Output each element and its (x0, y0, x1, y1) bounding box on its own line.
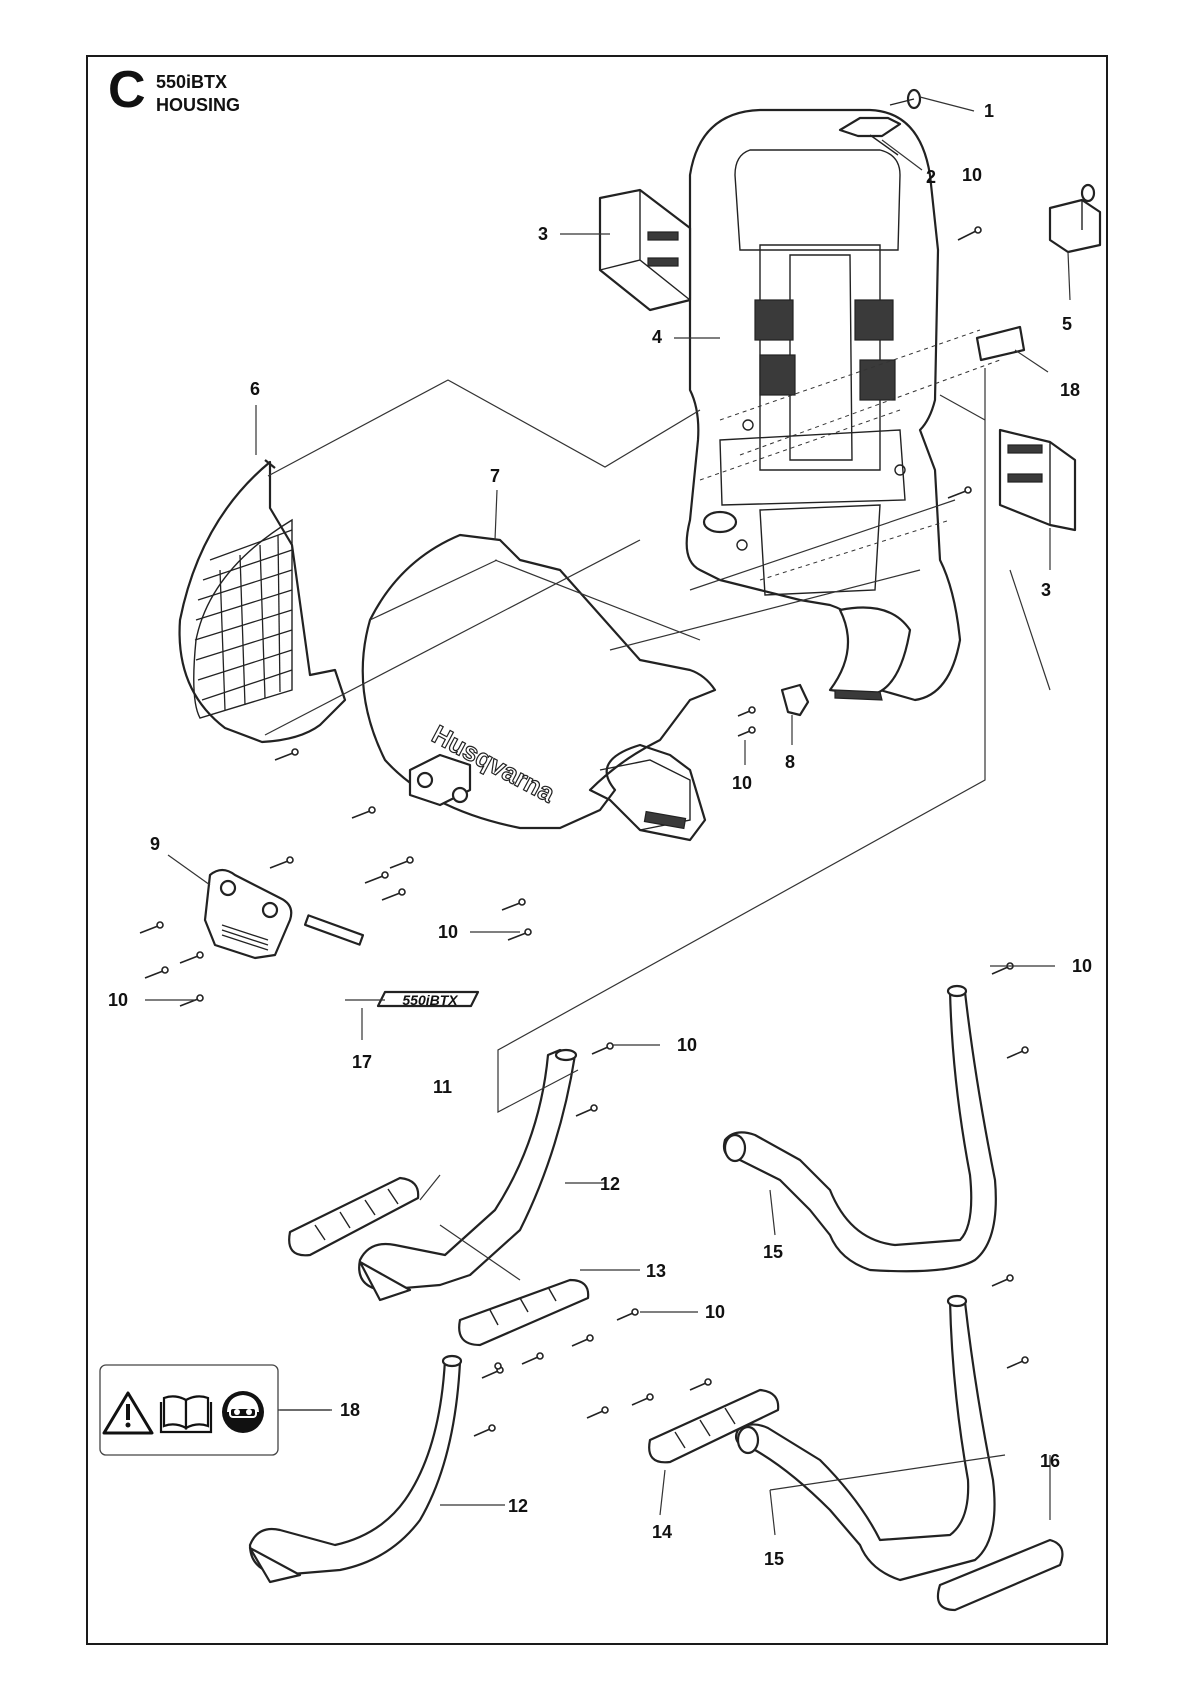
callout-3-lower: 3 (1041, 580, 1051, 600)
bracket-upper (598, 188, 692, 312)
assembly-lines (264, 329, 1051, 1491)
drawing-frame (86, 55, 1108, 1645)
screws (139, 226, 1029, 1437)
bracket-lower (998, 428, 1077, 532)
latch-part (1048, 183, 1102, 254)
callout-17: 17 (352, 1052, 372, 1072)
safety-label (99, 1364, 332, 1456)
callout-3-upper: 3 (538, 224, 548, 244)
decal-550ibtx: 550iBTX (376, 990, 480, 1008)
callout-10-pad: 10 (705, 1302, 725, 1322)
clip-and-rivet (838, 88, 922, 156)
callout-18-label: 18 (340, 1400, 360, 1420)
callout-15-lower: 15 (764, 1549, 784, 1569)
backplate-housing (685, 108, 962, 702)
svg-text:550iBTX: 550iBTX (402, 992, 459, 1008)
callout-9: 9 (150, 834, 160, 854)
callout-numbers: 1 2 3 3 4 5 6 7 8 9 10 10 10 10 10 10 10… (108, 101, 1092, 1569)
manual-book-icon (159, 1395, 213, 1434)
callout-1: 1 (984, 101, 994, 121)
callout-16: 16 (1040, 1451, 1060, 1471)
foot-pad-middle (458, 1278, 590, 1347)
rod-part (303, 914, 365, 946)
warning-triangle-icon (102, 1391, 154, 1435)
callout-10-clip: 10 (732, 773, 752, 793)
section-letter: C (108, 61, 146, 119)
label-small (975, 325, 1026, 362)
protective-equipment-icon (222, 1391, 264, 1433)
callout-10-top: 10 (962, 165, 982, 185)
frame-tube-right-lower (734, 1294, 1064, 1612)
blower-shroud: Husqvarna (361, 533, 717, 842)
frame-tube-right-upper (722, 984, 997, 1273)
callout-8: 8 (785, 752, 795, 772)
callout-13: 13 (646, 1261, 666, 1281)
frame-tube-upper (358, 1048, 578, 1302)
callout-12-lower: 12 (508, 1496, 528, 1516)
small-clip (780, 683, 810, 717)
callout-2: 2 (926, 167, 936, 187)
callout-10-frame-upper: 10 (677, 1035, 697, 1055)
callout-18-small: 18 (1060, 380, 1080, 400)
callout-10-frame-right: 10 (1072, 956, 1092, 976)
model-title: 550iBTX (156, 72, 228, 92)
foot-pad-lower (648, 1388, 780, 1464)
section-title: HOUSING (156, 95, 241, 115)
callout-leaders (145, 96, 1071, 1536)
callout-6: 6 (250, 379, 260, 399)
foot-pad-upper (288, 1176, 420, 1257)
callout-7: 7 (490, 466, 500, 486)
callout-4: 4 (652, 327, 662, 347)
frame-tube-lower (248, 1354, 463, 1584)
callout-15-upper: 15 (763, 1242, 783, 1262)
callout-12-upper: 12 (600, 1174, 620, 1194)
callout-11: 11 (433, 1077, 452, 1097)
end-bracket (203, 868, 293, 960)
callout-5: 5 (1062, 314, 1072, 334)
callout-14: 14 (652, 1522, 672, 1542)
callout-10-shroud: 10 (438, 922, 458, 942)
callout-10-bracket: 10 (108, 990, 128, 1010)
grille-cover (178, 459, 347, 744)
